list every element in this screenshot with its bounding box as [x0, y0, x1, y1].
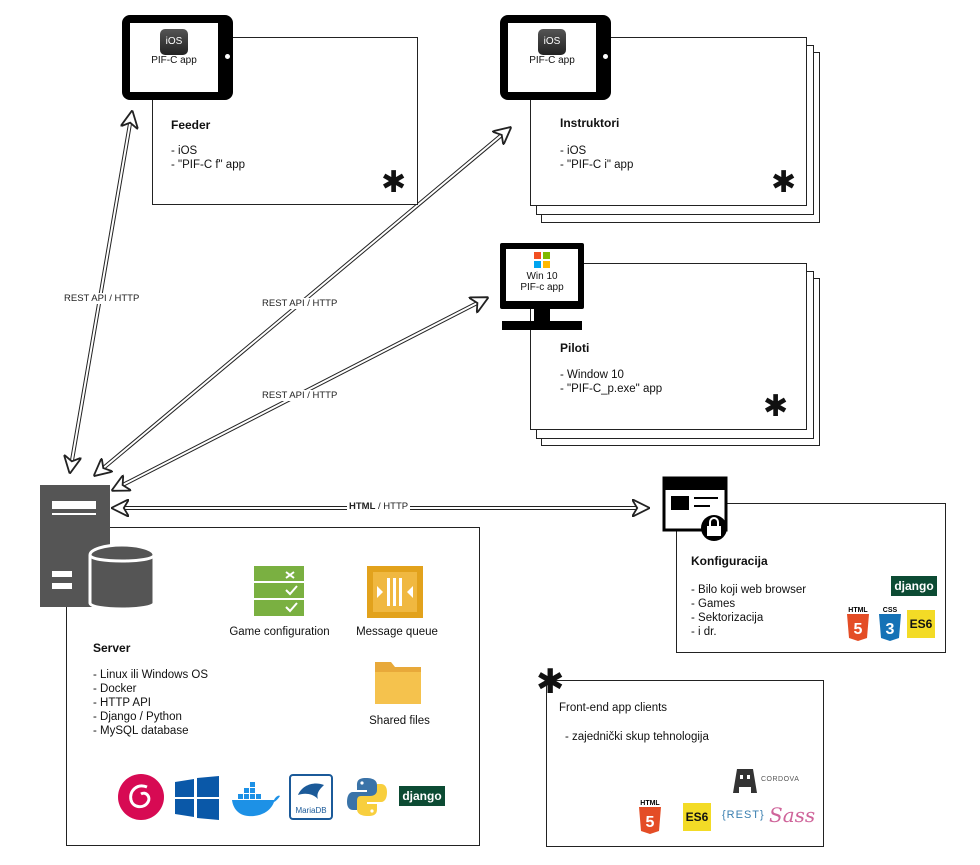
server-item: Linux ili Windows OS [93, 668, 208, 682]
star-icon: ✱ [381, 166, 407, 199]
frontend-title: Front-end app clients [559, 702, 668, 714]
svg-text:5: 5 [854, 621, 863, 638]
konfiguracija-item: Bilo koji web browser [691, 583, 806, 597]
ios-logo-icon: iOS [160, 29, 188, 55]
label-konfig-connection: HTML / HTTP [347, 501, 411, 512]
django-logo-icon: django [891, 576, 937, 596]
windows-logo-icon [175, 776, 219, 820]
piloti-title: Piloti [560, 341, 590, 355]
folder-icon [375, 662, 421, 704]
server-item: HTTP API [93, 696, 208, 710]
rest-logo-icon: {REST} [722, 809, 765, 821]
feeder-title: Feeder [171, 118, 211, 132]
es6-logo-icon: ES6 [683, 803, 711, 831]
css3-logo-icon: CSS 3 [879, 607, 901, 641]
label-feeder-connection: REST API / HTTP [64, 293, 140, 304]
windows-logo-icon [534, 252, 550, 268]
ipad-icon: iOS PIF-C app [122, 15, 233, 100]
message-queue-icon [367, 566, 423, 618]
piloti-item: Window 10 [560, 368, 662, 382]
css3-logo-text: CSS [883, 607, 898, 614]
browser-lock-icon [662, 476, 734, 542]
svg-text:3: 3 [886, 621, 895, 638]
server-item: Docker [93, 682, 208, 696]
home-button-icon [225, 54, 230, 59]
label-konfig-bold: HTML [349, 501, 376, 512]
label-instruktori-connection: REST API / HTTP [262, 298, 338, 309]
instruktori-item: iOS [560, 144, 633, 158]
docker-logo-icon [232, 782, 280, 817]
shared-files-label: Shared files [369, 715, 430, 727]
home-button-icon [603, 54, 608, 59]
frontend-list: zajednički skup tehnologija [565, 730, 709, 744]
monitor-base [502, 321, 582, 330]
ipad-screen: iOS PIF-C app [130, 23, 218, 92]
star-icon: ✱ [763, 390, 789, 423]
game-configuration-label: Game configuration [229, 626, 330, 638]
server-list: Linux ili Windows OS Docker HTTP API Dja… [93, 668, 208, 738]
html5-logo-text: HTML [640, 800, 660, 807]
instruktori-list: iOS "PIF-C i" app [560, 144, 633, 172]
mariadb-logo-text: MariaDB [295, 806, 327, 815]
piloti-box: Piloti Window 10 "PIF-C_p.exe" app ✱ [530, 263, 807, 430]
cordova-logo-text: CORDOVA [761, 776, 800, 783]
python-logo-icon [347, 778, 387, 816]
mariadb-logo-icon: MariaDB [289, 774, 333, 820]
message-queue-label: Message queue [356, 626, 438, 638]
ipad-icon: iOS PIF-C app [500, 15, 611, 100]
feeder-item: "PIF-C f" app [171, 158, 245, 172]
sass-logo-icon: Sass [769, 803, 816, 827]
feeder-box: Feeder iOS "PIF-C f" app ✱ [152, 37, 418, 205]
html5-logo-icon: HTML 5 [847, 607, 869, 641]
feeder-item: iOS [171, 144, 245, 158]
arrow-server-feeder [70, 112, 132, 472]
instruktori-title: Instruktori [560, 116, 620, 130]
konfiguracija-list: Bilo koji web browser Games Sektorizacij… [691, 583, 806, 639]
konfiguracija-item: Sektorizacija [691, 611, 806, 625]
server-database-icon [40, 485, 156, 611]
star-icon: ✱ [536, 663, 565, 701]
piloti-device-line1: Win 10 [526, 271, 558, 282]
server-title: Server [93, 641, 131, 655]
desktop-monitor-icon: Win 10 PIF-c app [496, 243, 588, 335]
frontend-box: Front-end app clients zajednički skup te… [546, 680, 824, 847]
label-konfig-rest: / HTTP [375, 501, 409, 512]
star-icon: ✱ [771, 166, 797, 199]
server-item: MySQL database [93, 724, 208, 738]
instruktori-item: "PIF-C i" app [560, 158, 633, 172]
monitor-screen: Win 10 PIF-c app [506, 249, 578, 301]
konfiguracija-box: Konfiguracija Bilo koji web browser Game… [676, 503, 946, 653]
cordova-logo-icon: CORDOVA [733, 767, 813, 797]
game-configuration-icon [254, 566, 304, 616]
piloti-list: Window 10 "PIF-C_p.exe" app [560, 368, 662, 396]
piloti-item: "PIF-C_p.exe" app [560, 382, 662, 396]
monitor-neck [534, 309, 550, 321]
es6-logo-icon: ES6 [907, 610, 935, 638]
ipad-screen: iOS PIF-C app [508, 23, 596, 92]
server-item: Django / Python [93, 710, 208, 724]
piloti-device-line2: PIF-c app [520, 282, 564, 293]
label-piloti-connection: REST API / HTTP [262, 390, 338, 401]
frontend-item: zajednički skup tehnologija [565, 730, 709, 744]
instruktori-device-label: PIF-C app [529, 55, 575, 66]
django-logo-icon: django [399, 786, 445, 806]
konfiguracija-title: Konfiguracija [691, 554, 768, 568]
feeder-device-label: PIF-C app [151, 55, 197, 66]
html5-logo-text: HTML [848, 607, 868, 614]
konfiguracija-item: Games [691, 597, 806, 611]
svg-text:5: 5 [646, 814, 655, 831]
debian-logo-icon [118, 774, 164, 820]
html5-logo-icon: HTML 5 [639, 800, 661, 834]
feeder-list: iOS "PIF-C f" app [171, 144, 245, 172]
monitor-frame: Win 10 PIF-c app [500, 243, 584, 309]
ios-logo-icon: iOS [538, 29, 566, 55]
konfiguracija-item: i dr. [691, 625, 806, 639]
